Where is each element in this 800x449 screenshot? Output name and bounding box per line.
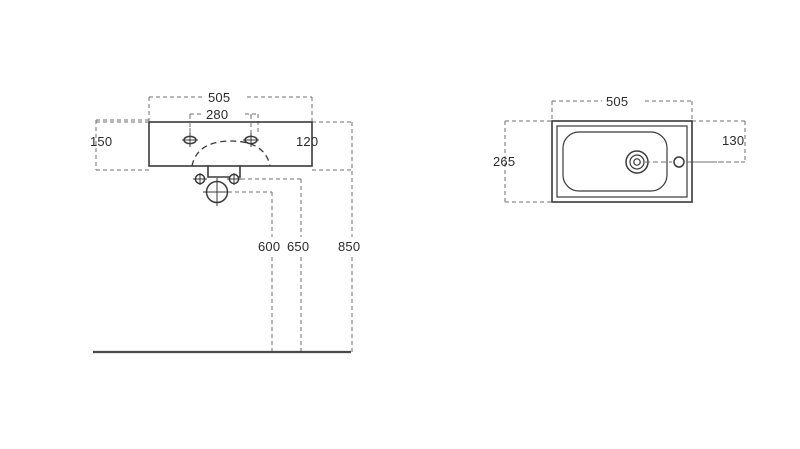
dim-130-plan: 130	[692, 120, 746, 163]
bowl-underside-profile	[191, 140, 271, 167]
dim-265-plan: 265	[493, 120, 552, 203]
dim-label-150: 150	[90, 134, 112, 149]
dim-label-505-plan: 505	[606, 94, 628, 109]
plan-view-group: 505 265 130	[493, 94, 746, 203]
dim-150-front: 150	[90, 119, 150, 171]
fixing-hole-right-front	[227, 173, 241, 185]
waste-collar-front	[207, 165, 241, 178]
basin-bowl-plan	[562, 131, 668, 192]
dim-label-130: 130	[722, 133, 744, 148]
dim-120-front: 120	[296, 121, 353, 171]
basin-body-front	[148, 121, 313, 167]
waste-outlet-front	[203, 178, 231, 206]
dim-label-280: 280	[206, 107, 228, 122]
front-elevation-group: 505 280 150 120	[90, 90, 360, 354]
dim-label-120: 120	[296, 134, 318, 149]
dim-label-850: 850	[338, 239, 360, 254]
dim-label-650: 650	[287, 239, 309, 254]
dim-505-front: 505	[148, 90, 313, 122]
fixing-hole-left-front	[193, 173, 207, 185]
dim-label-265: 265	[493, 154, 515, 169]
dim-label-600: 600	[258, 239, 280, 254]
dim-505-plan: 505	[551, 94, 693, 121]
tap-hole-left-front	[182, 133, 198, 147]
dim-label-505-front: 505	[208, 90, 230, 105]
overflow-hole-plan	[673, 156, 685, 168]
tap-hole-right-front	[243, 133, 259, 147]
basin-rim-outer	[551, 120, 693, 203]
waste-outlet-plan	[625, 150, 649, 174]
dim-280-front: 280	[189, 107, 259, 133]
